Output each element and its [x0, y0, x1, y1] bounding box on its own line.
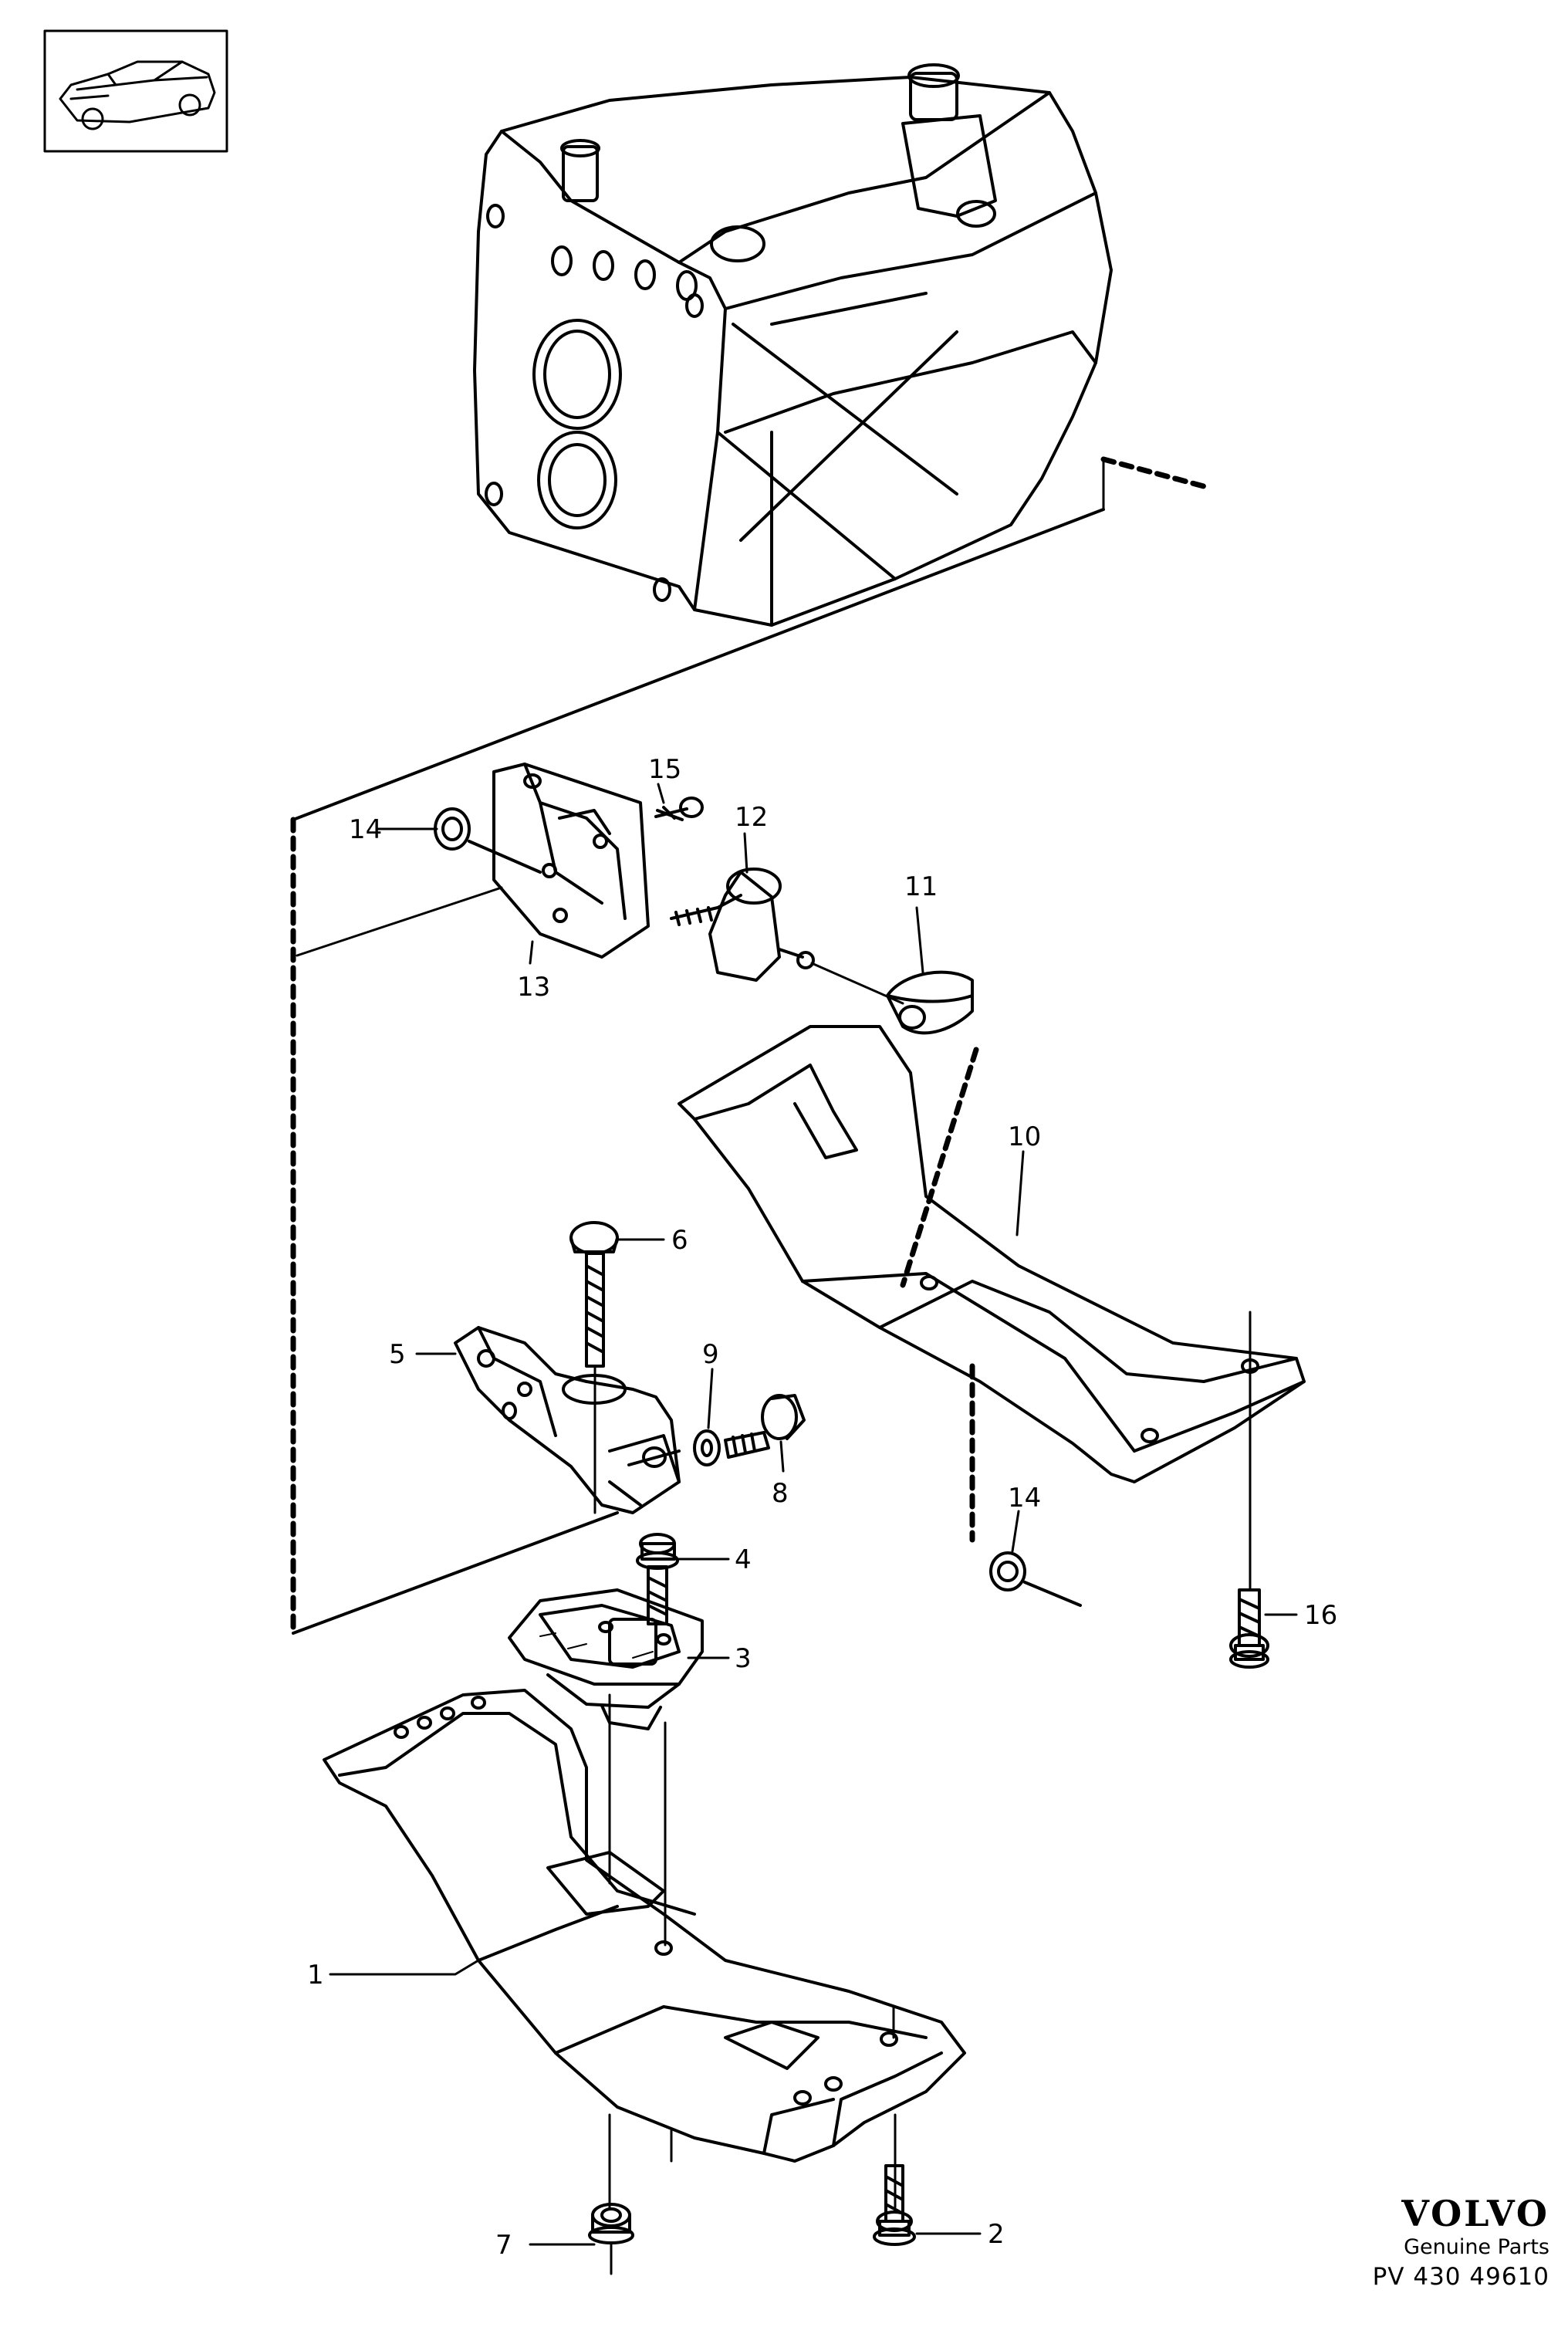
car-sedan-icon	[59, 60, 216, 130]
callout-12: 12	[735, 802, 768, 833]
callout-10: 10	[1008, 1121, 1041, 1152]
rubber-mount-12	[670, 868, 904, 1005]
bracket-5	[454, 1326, 681, 1514]
callout-7: 7	[495, 2230, 512, 2261]
callout-14b: 14	[1008, 1483, 1041, 1514]
gearbox-housing	[473, 63, 1113, 627]
callout-15: 15	[648, 754, 681, 785]
brand-block: VOLVO Genuine Parts PV 430 49610	[1303, 2193, 1549, 2292]
washer-11	[886, 970, 974, 1035]
callout-6: 6	[671, 1225, 688, 1256]
callout-9: 9	[702, 1339, 719, 1370]
nut-7	[588, 2203, 634, 2275]
leader-lines	[329, 783, 1298, 2246]
callout-4: 4	[735, 1544, 752, 1575]
washer-9	[693, 1429, 721, 1466]
callout-3: 3	[735, 1643, 752, 1674]
callout-16: 16	[1304, 1600, 1337, 1631]
volvo-logo: VOLVO	[1401, 2193, 1549, 2234]
bolt-8	[724, 1394, 806, 1459]
car-thumbnail	[43, 29, 228, 153]
callout-13: 13	[517, 972, 550, 1003]
callout-2: 2	[988, 2219, 1005, 2250]
nut-14-top	[434, 807, 542, 874]
diagram-reference: PV 430 49610	[1372, 2263, 1549, 2291]
rubber-mount-3	[508, 1588, 704, 1730]
callout-8: 8	[772, 1478, 789, 1509]
crossmember-1	[323, 1689, 966, 2209]
bolt-6	[569, 1221, 619, 1514]
bracket-13	[492, 763, 650, 959]
mounting-plane-outline	[290, 456, 1207, 1636]
callout-5: 5	[389, 1339, 406, 1370]
bolt-16	[1229, 1588, 1269, 1669]
callout-11: 11	[904, 871, 938, 902]
nut-14-lower	[989, 1551, 1082, 1607]
callout-labels: 14 15 12 11 13 10 6 5 9 8 4 14 3 16 1 7 …	[307, 754, 1337, 2261]
brand-subtitle: Genuine Parts	[1404, 2235, 1549, 2259]
bolt-15	[654, 797, 704, 821]
callout-14a: 14	[349, 814, 382, 845]
crossmember-10	[678, 1025, 1306, 1591]
bolt-2	[873, 2164, 916, 2246]
callout-1: 1	[307, 1960, 324, 1991]
